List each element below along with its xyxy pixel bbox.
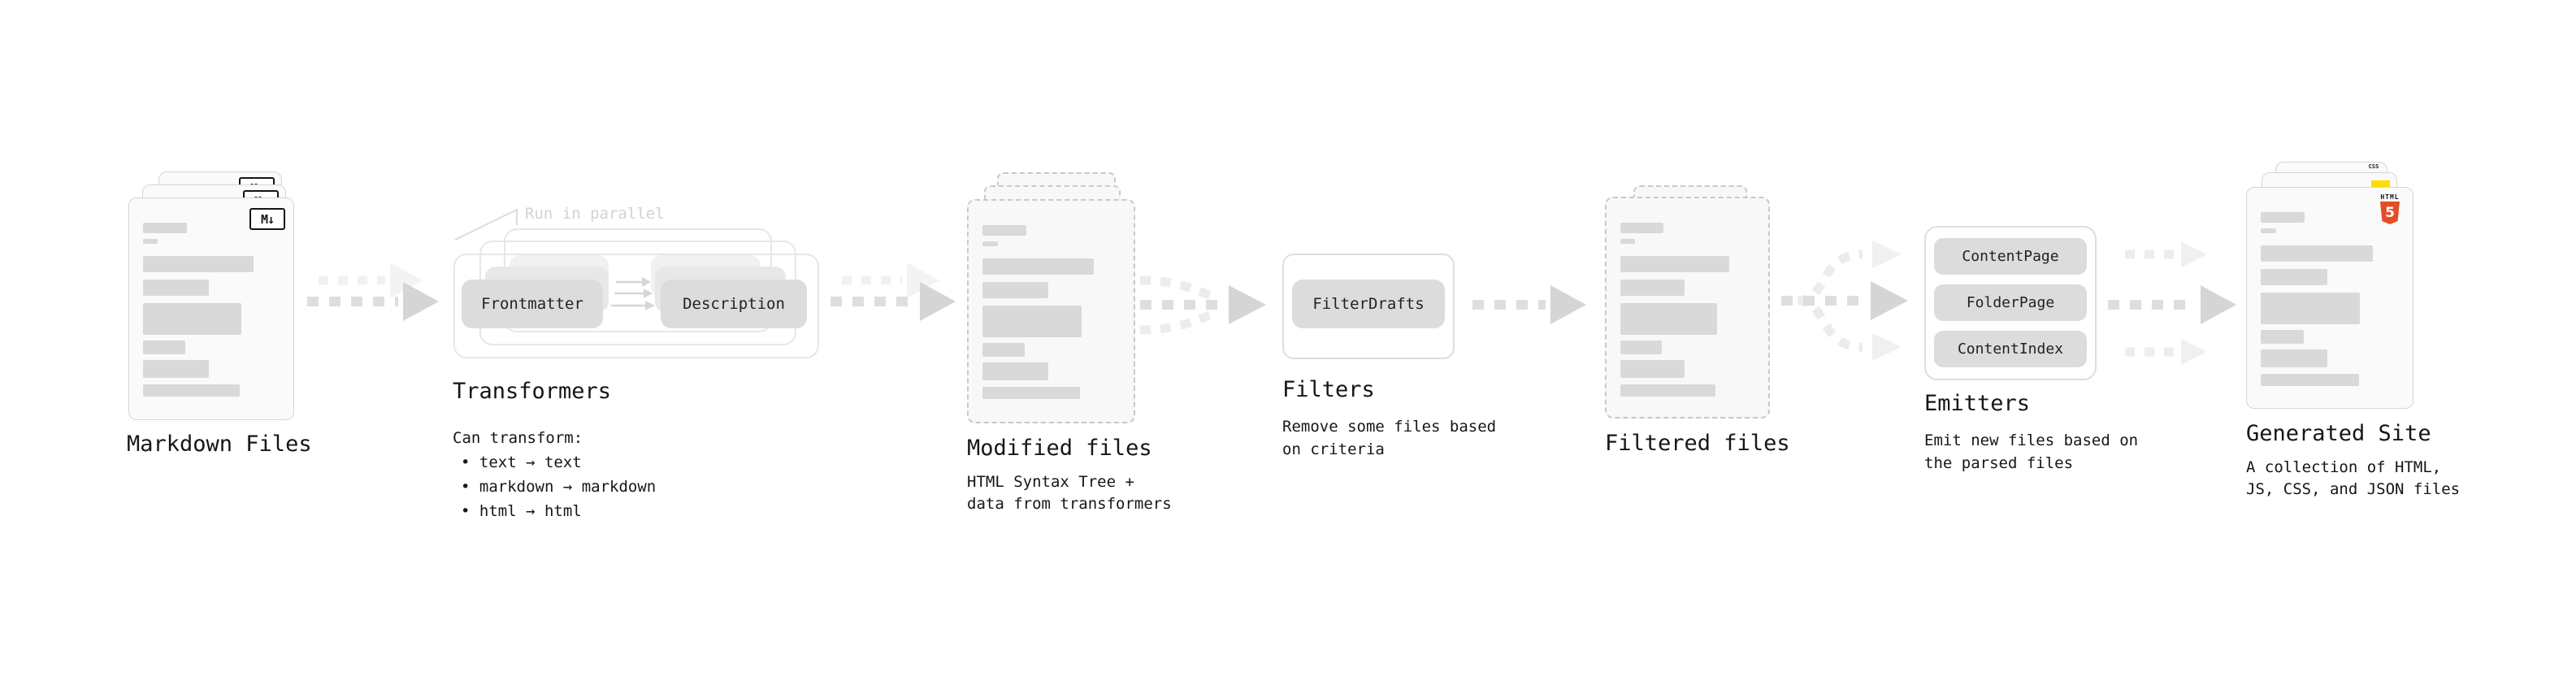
transformers-desc-title: Can transform: <box>453 429 583 447</box>
filters-description: Remove some files based on criteria <box>1282 415 1496 461</box>
modified-files-desc-line: HTML Syntax Tree + <box>967 473 1134 491</box>
contentpage-pill: ContentPage <box>1934 238 2087 275</box>
document-content-lines <box>129 198 293 419</box>
run-in-parallel-callout-line <box>454 208 518 241</box>
emitters-description: Emit new files based on the parsed files <box>1924 429 2138 475</box>
filtered-file-card-front <box>1605 197 1770 419</box>
html5-icon: HTML 5 <box>2379 193 2400 224</box>
run-in-parallel-note: Run in parallel <box>525 205 665 223</box>
document-content-lines <box>1607 198 1768 417</box>
generated-site-desc-line: A collection of HTML, <box>2246 458 2442 476</box>
emitters-desc-line: the parsed files <box>1924 454 2074 472</box>
transformers-description: Can transform: • text → text • markdown … <box>453 426 656 523</box>
filtered-files-label: Filtered files <box>1605 431 1790 456</box>
document-content-lines <box>2247 188 2413 408</box>
css-icon: CSS <box>2365 164 2383 170</box>
generated-site-description: A collection of HTML, JS, CSS, and JSON … <box>2246 457 2460 501</box>
arrow-emitters-to-generated <box>2108 241 2236 365</box>
arrow-modified-to-filters <box>1139 275 1266 335</box>
transformers-label: Transformers <box>453 379 612 404</box>
filters-desc-line: Remove some files based <box>1282 418 1497 436</box>
html5-icon-label: HTML <box>2380 193 2400 201</box>
modified-files-label: Modified files <box>967 436 1152 461</box>
transformers-bullet: • markdown → markdown <box>461 478 657 496</box>
emitters-desc-line: Emit new files based on <box>1924 432 2139 449</box>
generated-file-card-html: HTML 5 <box>2246 187 2413 409</box>
markdown-file-card-front: M↓ <box>128 197 294 420</box>
transformer-layer-front <box>453 254 819 358</box>
generated-site-label: Generated Site <box>2246 421 2431 446</box>
folderpage-pill: FolderPage <box>1934 284 2087 321</box>
emitters-label: Emitters <box>1924 391 2031 416</box>
contentindex-pill: ContentIndex <box>1934 331 2087 367</box>
arrow-markdown-to-transformers <box>307 262 439 321</box>
transformers-bullet: • html → html <box>461 502 582 520</box>
css-icon-label: CSS <box>2368 163 2379 170</box>
modified-file-card-front <box>967 199 1135 423</box>
transformer-pill-arrows <box>611 277 655 310</box>
filters-label: Filters <box>1282 377 1375 402</box>
arrow-transformers-to-modified <box>830 262 956 321</box>
arrow-filters-to-filtered <box>1472 285 1586 324</box>
markdown-icon: M↓ <box>249 208 285 230</box>
generated-site-desc-line: JS, CSS, and JSON files <box>2246 480 2461 498</box>
html5-icon-shield: 5 <box>2380 202 2400 224</box>
html5-icon-number: 5 <box>2385 205 2395 221</box>
description-pill: Description <box>661 280 807 328</box>
filterdrafts-pill: FilterDrafts <box>1292 280 1445 328</box>
transformers-bullet: • text → text <box>461 453 582 471</box>
arrow-filtered-to-emitters <box>1781 241 1908 361</box>
document-content-lines <box>969 201 1134 422</box>
modified-files-description: HTML Syntax Tree + data from transformer… <box>967 471 1172 515</box>
frontmatter-pill: Frontmatter <box>462 280 603 328</box>
markdown-files-label: Markdown Files <box>127 432 312 457</box>
modified-files-desc-line: data from transformers <box>967 495 1172 513</box>
filters-desc-line: on criteria <box>1282 440 1385 458</box>
